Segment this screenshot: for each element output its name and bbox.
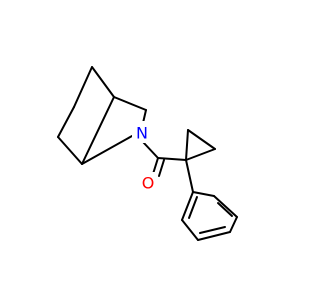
bond-phenyl-double-1 [188, 196, 198, 219]
nitrogen-atom-label: N [136, 124, 148, 143]
bond-n-carbonyl [142, 141, 159, 159]
structure-canvas: N O [57, 66, 238, 241]
bond-phenyl-double-2 [217, 202, 233, 217]
bonds [57, 66, 238, 241]
bond-phenyl-double-3 [199, 226, 226, 234]
oxygen-atom-label: O [142, 174, 155, 193]
bond-phenyl-5 [181, 219, 199, 241]
bond-cyclopropane-1 [185, 129, 189, 161]
bond-carbonyl-quaternary [157, 157, 187, 161]
bond-quaternary-phenyl [185, 159, 194, 193]
bond-c-c-4 [113, 96, 147, 111]
bond-c-c-3 [81, 96, 115, 165]
bond-c-n-2 [81, 135, 133, 165]
bond-carbonyl-double-1 [152, 157, 159, 175]
bond-c-c-1 [57, 106, 75, 138]
bond-cyclopropane-2 [187, 129, 216, 150]
bond-phenyl-6 [181, 191, 194, 221]
molecule-diagram: N O [57, 66, 238, 241]
bond-phenyl-4 [197, 231, 231, 241]
bond-carbonyl-double-2 [158, 159, 165, 177]
bond-bridge-right [91, 66, 115, 98]
atom-labels: N O [132, 121, 158, 194]
bond-c-n-1 [142, 109, 147, 124]
bond-phenyl-3 [229, 216, 238, 233]
bond-phenyl-1 [192, 191, 215, 197]
bond-c-c-2 [57, 136, 83, 165]
bond-phenyl-2 [213, 195, 238, 218]
bond-bridge-left [73, 66, 93, 108]
bond-cyclopropane-3 [185, 148, 216, 161]
